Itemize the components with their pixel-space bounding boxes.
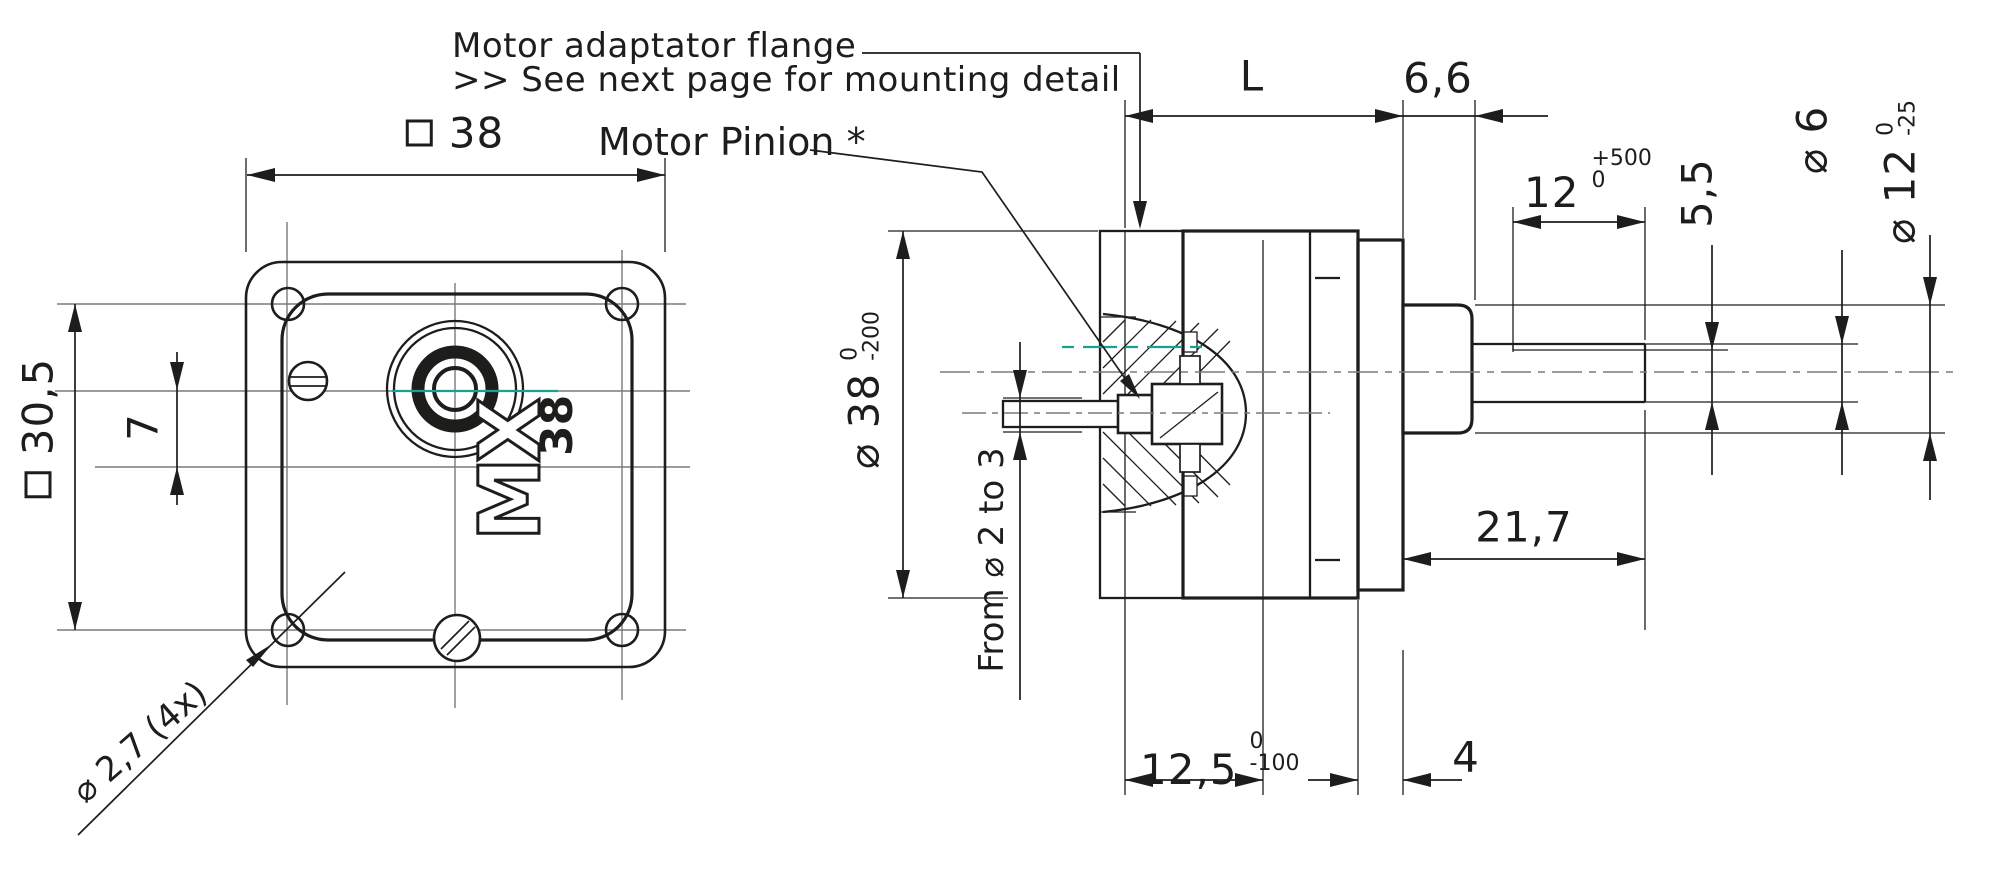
dim-phi-6: ⌀ 6	[1787, 105, 1837, 175]
dim-phi-38-tolerance: 0 -200	[837, 310, 885, 361]
dim-21-7: 21,7	[1475, 502, 1573, 552]
front-flange-outline	[244, 260, 667, 669]
tol-upper: 0	[1249, 729, 1264, 754]
pinion-tooth-bottom	[1179, 443, 1201, 473]
hub-outer-circle	[385, 319, 525, 459]
tol-upper: 0	[837, 346, 863, 361]
arrowhead	[1923, 277, 1937, 305]
flange-note-line1: Motor adaptator flange	[452, 26, 857, 66]
dim-12-5-value: 12,5	[1140, 745, 1238, 794]
mounting-hole-top-left	[270, 286, 306, 322]
arrowhead	[1330, 773, 1358, 787]
mounting-hole-top-right	[604, 286, 640, 322]
arrowhead	[1835, 316, 1849, 344]
dim-12-value: 12	[1524, 168, 1580, 217]
pinion-hub-section-line	[1159, 391, 1219, 439]
dim-L: L	[1239, 51, 1265, 101]
motor-pinion-assembly	[1001, 331, 1224, 497]
tol-lower: 0	[1591, 168, 1606, 193]
dim-phi-12-tolerance: 0 -25	[1873, 99, 1921, 136]
square-symbol	[405, 119, 433, 147]
dim-pinion-range: From ⌀ 2 to 3	[972, 447, 1012, 673]
tol-lower: -25	[1895, 99, 1921, 136]
pinion-detail-top	[1183, 331, 1198, 353]
arrowhead	[1475, 109, 1503, 123]
dim-12-tolerance: +500 0	[1591, 148, 1651, 192]
dim-7: 7	[118, 413, 168, 441]
dim-4: 4	[1452, 732, 1480, 782]
dim-6-6: 6,6	[1403, 53, 1473, 103]
pinion-collar	[1116, 393, 1154, 435]
square-symbol	[24, 471, 52, 499]
dim-square-30-5: 30,5	[14, 358, 63, 499]
motor-pinion-label: Motor Pinion *	[598, 120, 866, 164]
arrowhead	[1375, 109, 1403, 123]
dim-square-38: 38	[405, 108, 505, 158]
arrowhead	[246, 644, 272, 667]
dim-12-5-tolerance: 0 -100	[1250, 731, 1300, 775]
arrowhead	[1403, 773, 1431, 787]
dim-square-38-value: 38	[448, 108, 505, 158]
pinion-hub	[1150, 382, 1224, 446]
dim-5-5: 5,5	[1672, 158, 1722, 228]
screw-bottom-slot-2	[446, 626, 476, 656]
flange-note-line2: >> See next page for mounting detail	[452, 60, 1121, 100]
rear-cover-plate	[1356, 238, 1405, 592]
arrowhead	[247, 168, 275, 182]
arrowhead	[1125, 773, 1153, 787]
arrowhead	[896, 570, 910, 598]
arrowhead	[1013, 432, 1027, 460]
dim-12-flat: 12 +500 0	[1524, 148, 1652, 218]
screw-bottom	[432, 613, 482, 663]
hub-outer-circle-2	[392, 326, 518, 452]
dim-phi-38: ⌀ 38 0 -200	[837, 310, 889, 470]
arrowhead	[1705, 402, 1719, 430]
hub-bold-ring	[411, 345, 499, 433]
arrowhead	[1235, 773, 1263, 787]
arrowhead	[1835, 402, 1849, 430]
arrowhead	[1120, 374, 1140, 399]
arrowhead	[1125, 109, 1153, 123]
arrowhead	[1013, 370, 1027, 398]
mounting-hole-bottom-left	[270, 612, 306, 648]
front-view-drawing	[55, 158, 690, 836]
pinion-tooth-top	[1179, 355, 1201, 385]
leader-motor-pinion	[809, 149, 1134, 391]
hub-bore	[432, 366, 478, 412]
side-view-drawing	[809, 52, 1958, 795]
screw-bottom-slot	[440, 620, 470, 650]
tol-upper: +500	[1591, 146, 1652, 171]
logo-mx-text: MX	[461, 398, 559, 541]
arrowhead	[170, 467, 184, 495]
brand-logo: MX 38	[460, 395, 584, 543]
dim-phi-12: ⌀ 12 0 -25	[1873, 99, 1925, 245]
dim-12-5: 12,5 0 -100	[1140, 731, 1300, 795]
arrowhead	[896, 231, 910, 259]
arrowhead	[637, 168, 665, 182]
arrowhead	[68, 304, 82, 332]
arrowhead	[1403, 552, 1431, 566]
arrowhead	[1617, 552, 1645, 566]
pinion-shaft	[1001, 399, 1122, 429]
logo-38-text: 38	[532, 395, 583, 456]
dim-phi-38-value: ⌀ 38	[839, 372, 889, 470]
mounting-hole-bottom-right	[604, 612, 640, 648]
arrowhead	[1617, 215, 1645, 229]
tol-upper: 0	[1873, 121, 1899, 136]
screw-left	[287, 360, 329, 402]
arrowhead	[1705, 322, 1719, 350]
arrowhead	[1513, 215, 1541, 229]
dim-phi-12-value: ⌀ 12	[1875, 147, 1925, 245]
dim-square-30-5-value: 30,5	[13, 357, 63, 456]
arrowhead	[1133, 201, 1147, 229]
arrowhead	[68, 602, 82, 630]
output-boss	[1401, 303, 1474, 435]
arrowhead	[1923, 433, 1937, 461]
pinion-detail-bottom	[1183, 475, 1198, 497]
arrowhead	[170, 362, 184, 390]
tol-lower: -100	[1249, 751, 1300, 776]
leader-mounting-holes	[77, 571, 346, 836]
tol-lower: -200	[859, 310, 885, 361]
